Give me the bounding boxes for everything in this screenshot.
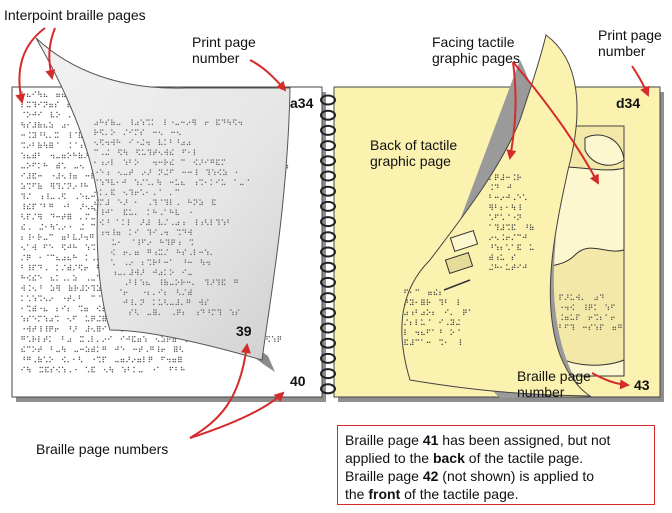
spiral-ring bbox=[320, 155, 336, 167]
print-page-number-left: a34 bbox=[290, 95, 314, 111]
braille-page-number-curl: 39 bbox=[236, 323, 252, 339]
spiral-ring bbox=[320, 383, 336, 395]
label-print-page-number-left: Print page number bbox=[192, 34, 256, 66]
label-braille-page-numbers: Braille page numbers bbox=[36, 441, 169, 457]
label-facing-tactile-pages: Facing tactile graphic pages bbox=[432, 34, 520, 66]
spiral-ring bbox=[320, 276, 336, 288]
spiral-ring bbox=[320, 337, 336, 349]
callout-arrows bbox=[15, 27, 650, 439]
note-line-2: applied to the back of the tactile page. bbox=[345, 450, 584, 466]
curled-braille-page bbox=[35, 37, 291, 361]
spiral-ring bbox=[320, 261, 336, 273]
arrow-print-left bbox=[249, 59, 287, 92]
arrow-facing-2 bbox=[512, 61, 599, 185]
arrow-interpoint-left bbox=[15, 27, 46, 104]
arrow-braille-40 bbox=[189, 391, 285, 439]
spiral-ring bbox=[320, 200, 336, 212]
arrow-interpoint-right bbox=[45, 27, 56, 80]
note-line-4: the front of the tactile page. bbox=[345, 486, 519, 502]
label-back-of-tactile-page: Back of tactile graphic page bbox=[370, 137, 458, 169]
braille-page-number-right: 43 bbox=[634, 377, 650, 393]
arrow-braille-43 bbox=[591, 372, 630, 390]
print-page-number-right: d34 bbox=[616, 95, 641, 111]
spiral-ring bbox=[320, 246, 336, 258]
spiral-ring bbox=[320, 124, 336, 136]
spiral-ring bbox=[320, 170, 336, 182]
label-interpoint-pages: Interpoint braille pages bbox=[4, 7, 146, 23]
spiral-ring bbox=[320, 109, 336, 121]
explanation-note: Braille page 41 has been assigned, but n… bbox=[337, 425, 655, 505]
spiral-ring bbox=[320, 368, 336, 380]
spiral-ring bbox=[320, 94, 336, 106]
spiral-ring bbox=[320, 216, 336, 228]
spiral-ring bbox=[320, 322, 336, 334]
tactile-keys bbox=[443, 230, 479, 291]
spiral-ring bbox=[320, 140, 336, 152]
spiral-ring bbox=[320, 307, 336, 319]
spiral-ring bbox=[320, 231, 336, 243]
curl-braille-text bbox=[94, 119, 250, 316]
note-line-3: Braille page 42 (not shown) is applied t… bbox=[345, 468, 595, 484]
tactile-braille-text bbox=[404, 174, 534, 346]
arrow-print-right bbox=[631, 65, 650, 97]
spiral-ring bbox=[320, 352, 336, 364]
arrow-braille-39 bbox=[189, 343, 251, 439]
braille-page-number-left: 40 bbox=[290, 373, 306, 389]
map-braille-text bbox=[559, 294, 622, 331]
spiral-binding bbox=[320, 94, 336, 395]
label-braille-page-number: Braille page number bbox=[517, 368, 591, 400]
label-print-page-number-right: Print page number bbox=[598, 27, 662, 59]
spiral-ring bbox=[320, 292, 336, 304]
note-line-1: Braille page 41 has been assigned, but n… bbox=[345, 432, 611, 448]
arrow-facing-1 bbox=[506, 61, 517, 160]
spiral-ring bbox=[320, 185, 336, 197]
